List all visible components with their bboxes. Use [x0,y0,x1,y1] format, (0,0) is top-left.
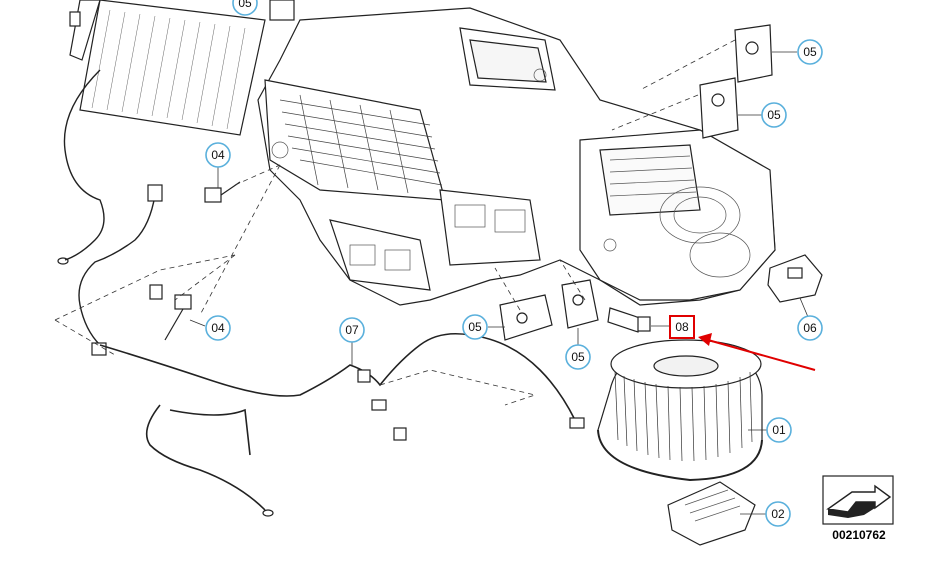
harness-connector [371,399,387,411]
diagram-id: 00210762 [832,528,886,542]
callout-01: 01 [766,417,792,443]
leader-lines [54,39,736,406]
main-harness [99,332,576,421]
view-direction-icon [822,475,894,525]
harness-connector [147,184,163,202]
temperature-sensor-upper [204,181,241,203]
svg-text:07: 07 [345,323,359,337]
svg-text:05: 05 [238,0,252,10]
callout-07: 07 [339,317,365,343]
harness-connector [357,369,371,383]
svg-text:05: 05 [803,45,817,59]
callout-05-top-left: 05 [232,0,258,16]
callout-05-upper-right: 05 [797,39,823,65]
svg-text:02: 02 [771,507,785,521]
harness-connector [569,417,585,429]
callout-05-actuator-mid: 05 [565,344,591,370]
callout-06: 06 [797,315,823,341]
ring-terminal [262,509,274,517]
callout-04-lower: 04 [205,315,231,341]
evaporator-core [69,0,266,136]
temperature-sensor-lower [164,294,192,341]
actuator-upper-right [734,24,773,83]
ring-terminal [57,257,69,265]
actuator-mid [561,279,599,329]
svg-text:08: 08 [675,320,689,334]
sensor-cable [63,69,105,261]
callout-leaders [189,51,809,515]
harness-connector [91,342,107,356]
blower-regulator [667,481,756,546]
blower-resistor [767,254,823,303]
callout-05-actuator-left: 05 [462,314,488,340]
lower-harness [145,404,266,511]
actuator-mid-right [699,77,739,139]
svg-text:05: 05 [767,108,781,122]
callout-05-mid-right: 05 [761,102,787,128]
connector-top-left [69,11,81,27]
svg-text:04: 04 [211,148,225,162]
svg-text:01: 01 [772,423,786,437]
callout-02: 02 [765,501,791,527]
svg-text:05: 05 [571,350,585,364]
hvac-housing [257,7,776,306]
connector-top [269,0,295,21]
blower-motor [597,339,763,482]
callout-04-upper: 04 [205,142,231,168]
callout-08-highlighted: 08 [669,315,695,339]
svg-text:06: 06 [803,321,817,335]
lower-harness [169,408,251,456]
harness-connector [149,284,163,300]
red-pointer-arrow [698,333,816,371]
highlighted-sensor-part [607,307,651,333]
actuator-left [499,294,553,341]
left-harness [78,194,156,346]
svg-text:04: 04 [211,321,225,335]
harness-connector [393,427,407,441]
svg-text:05: 05 [468,320,482,334]
